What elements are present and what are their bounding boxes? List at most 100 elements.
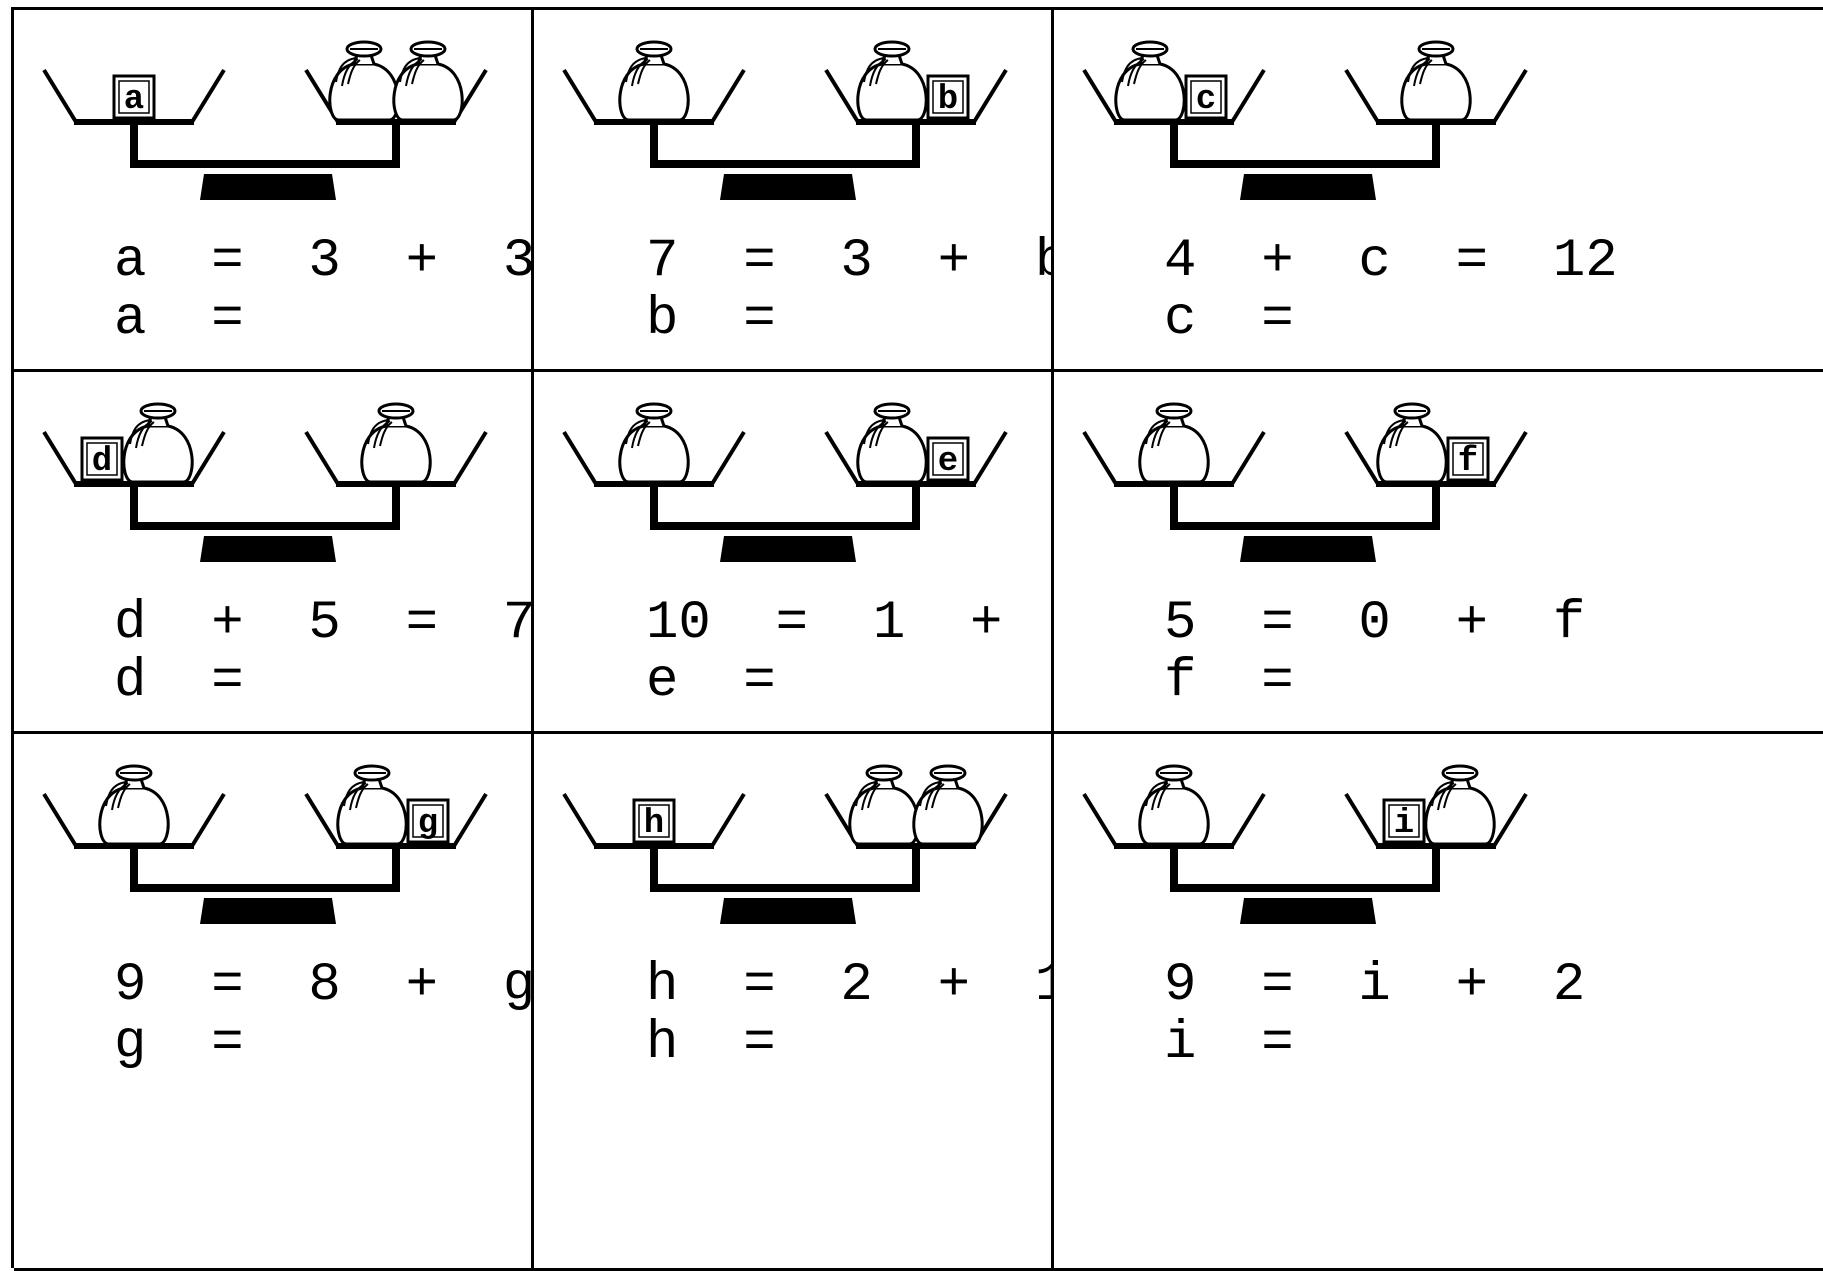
balance-scale-icon: g [14, 734, 531, 974]
equation: 9 = 8 + g [114, 956, 534, 1016]
answer-prompt[interactable]: g = [114, 1014, 244, 1074]
right-pan [306, 42, 486, 122]
left-pan [564, 42, 744, 122]
equation: 9 = i + 2 [1164, 956, 1585, 1016]
variable-box-letter: d [92, 443, 112, 481]
right-pan: e [826, 404, 1006, 484]
weight-bag-icon [124, 404, 192, 482]
equation: d + 5 = 7 [114, 594, 534, 654]
weight-bag-icon [1140, 404, 1208, 482]
balance-scale-icon: i [1054, 734, 1823, 974]
variable-box-letter: h [644, 805, 664, 843]
variable-box-icon: g [408, 800, 448, 843]
balance-scale-icon: a [14, 10, 531, 250]
right-pan: i [1346, 766, 1526, 846]
answer-prompt[interactable]: c = [1164, 290, 1294, 350]
left-pan: h [564, 794, 744, 846]
weight-bag-icon [620, 404, 688, 482]
left-pan [564, 404, 744, 484]
weight-bag-icon [1116, 42, 1184, 120]
equation: 10 = 1 + e [646, 594, 1054, 654]
variable-box-letter: i [1394, 805, 1414, 843]
variable-box-letter: c [1196, 81, 1216, 119]
balance-scale-icon: e [534, 372, 1051, 612]
scale-base [200, 898, 336, 924]
right-pan: b [826, 42, 1006, 122]
answer-prompt[interactable]: e = [646, 652, 776, 712]
weight-bag-icon [1140, 766, 1208, 844]
balance-scale-icon: c [1054, 10, 1823, 250]
variable-box-icon: c [1186, 76, 1226, 119]
balance-scale-icon: b [534, 10, 1051, 250]
variable-box-letter: b [938, 81, 958, 119]
weight-bag-icon [1378, 404, 1446, 482]
weight-bag-icon [858, 42, 926, 120]
variable-box-icon: b [928, 76, 968, 119]
weight-bag-icon [362, 404, 430, 482]
variable-box-icon: e [928, 438, 968, 481]
scale-base [200, 174, 336, 200]
answer-prompt[interactable]: a = [114, 290, 244, 350]
weight-bag-icon [100, 766, 168, 844]
left-pan [1084, 766, 1264, 846]
answer-prompt[interactable]: b = [646, 290, 776, 350]
scale-base [720, 536, 856, 562]
answer-prompt[interactable]: i = [1164, 1014, 1294, 1074]
left-pan [44, 766, 224, 846]
variable-box-icon: f [1448, 438, 1488, 481]
scale-base [200, 536, 336, 562]
variable-box-icon: i [1384, 800, 1424, 843]
right-pan [826, 766, 1006, 846]
right-pan [1346, 42, 1526, 122]
weight-bag-icon [1426, 766, 1494, 844]
scale-base [720, 898, 856, 924]
weight-bag-icon [620, 42, 688, 120]
equation: 5 = 0 + f [1164, 594, 1585, 654]
equation: 4 + c = 12 [1164, 232, 1618, 292]
answer-prompt[interactable]: f = [1164, 652, 1294, 712]
left-pan [1084, 404, 1264, 484]
equation: a = 3 + 3 [114, 232, 534, 292]
answer-prompt[interactable]: d = [114, 652, 244, 712]
equation: 7 = 3 + b [646, 232, 1054, 292]
equation: h = 2 + 1 [646, 956, 1054, 1016]
weight-bag-icon [394, 42, 462, 120]
left-pan: c [1084, 42, 1264, 122]
weight-bag-icon [858, 404, 926, 482]
weight-bag-icon [330, 42, 398, 120]
right-pan [306, 404, 486, 484]
weight-bag-icon [850, 766, 918, 844]
right-pan: g [306, 766, 486, 846]
left-pan: a [44, 70, 224, 122]
right-pan: f [1346, 404, 1526, 484]
variable-box-icon: d [82, 438, 122, 481]
variable-box-letter: e [938, 443, 958, 481]
variable-box-letter: f [1458, 443, 1478, 481]
puzzle-cell-e: e 10 = 1 + ee = [534, 372, 1054, 734]
left-pan: d [44, 404, 224, 484]
balance-scale-icon: h [534, 734, 1051, 974]
scale-base [1240, 898, 1376, 924]
variable-box-icon: h [634, 800, 674, 843]
answer-prompt[interactable]: h = [646, 1014, 776, 1074]
weight-bag-icon [1402, 42, 1470, 120]
variable-box-icon: a [114, 76, 154, 119]
scale-base [720, 174, 856, 200]
scale-base [1240, 536, 1376, 562]
balance-scale-icon: d [14, 372, 531, 612]
balance-scale-icon: f [1054, 372, 1823, 612]
variable-box-letter: g [418, 805, 438, 843]
weight-bag-icon [914, 766, 982, 844]
variable-box-letter: a [124, 81, 144, 119]
scale-base [1240, 174, 1376, 200]
weight-bag-icon [338, 766, 406, 844]
